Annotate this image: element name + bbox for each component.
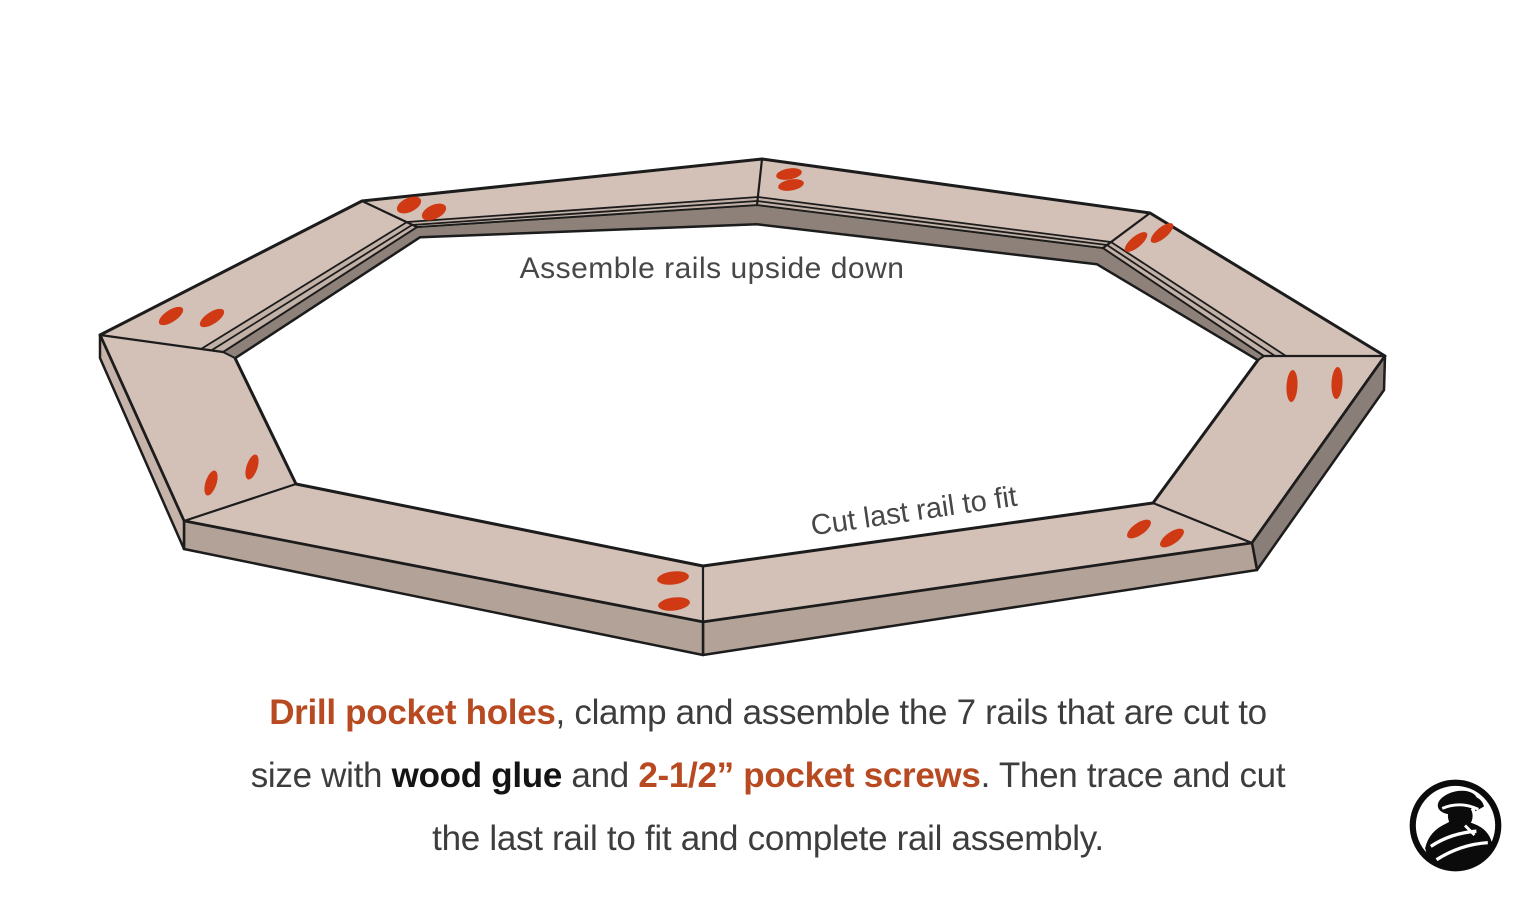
pocket-hole-marker xyxy=(245,454,259,480)
caption-highlight-pocket-screws: 2-1/2” pocket screws xyxy=(638,756,981,795)
caption: Drill pocket holes, clamp and assemble t… xyxy=(0,681,1536,870)
rail-joint-seams xyxy=(98,157,1387,624)
caption-text-2c: . Then trace and cut xyxy=(980,756,1286,795)
caption-line-2: size with wood glue and 2-1/2” pocket sc… xyxy=(0,744,1536,807)
pocket-hole-marker xyxy=(1331,367,1343,399)
pocket-hole-marker xyxy=(421,203,447,221)
pocket-hole-marker xyxy=(1124,232,1148,252)
side-face-left xyxy=(98,333,186,551)
pocket-hole-marker xyxy=(199,308,225,328)
pocket-hole-marker xyxy=(776,168,802,180)
assemble-label: Assemble rails upside down xyxy=(519,252,905,285)
caption-text-2b: and xyxy=(562,756,639,795)
pocket-hole-marker xyxy=(1160,528,1184,548)
pocket-hole-marker xyxy=(204,470,218,496)
caption-bold-wood-glue: wood glue xyxy=(391,756,563,795)
caption-line-1: Drill pocket holes, clamp and assemble t… xyxy=(0,681,1536,744)
pocket-hole-marker xyxy=(1286,370,1298,402)
pocket-hole-marker xyxy=(396,196,422,214)
woodworker-logo-icon xyxy=(1409,779,1502,872)
pocket-hole-group xyxy=(158,168,1343,611)
caption-text-1: , clamp and assemble the 7 rails that ar… xyxy=(555,693,1268,732)
pocket-hole-marker xyxy=(657,571,689,585)
logo-ring xyxy=(1409,779,1502,872)
caption-line-3: the last rail to fit and complete rail a… xyxy=(0,807,1536,870)
caption-text-2a: size with xyxy=(250,756,392,795)
pocket-hole-marker xyxy=(1127,519,1151,539)
pocket-hole-marker xyxy=(778,179,804,191)
pocket-hole-marker xyxy=(158,306,184,326)
caption-text-3: the last rail to fit and complete rail a… xyxy=(432,819,1104,858)
pocket-hole-marker xyxy=(658,597,690,611)
pocket-hole-marker xyxy=(1150,223,1174,243)
caption-highlight-drill-pocket-holes: Drill pocket holes xyxy=(269,693,556,732)
